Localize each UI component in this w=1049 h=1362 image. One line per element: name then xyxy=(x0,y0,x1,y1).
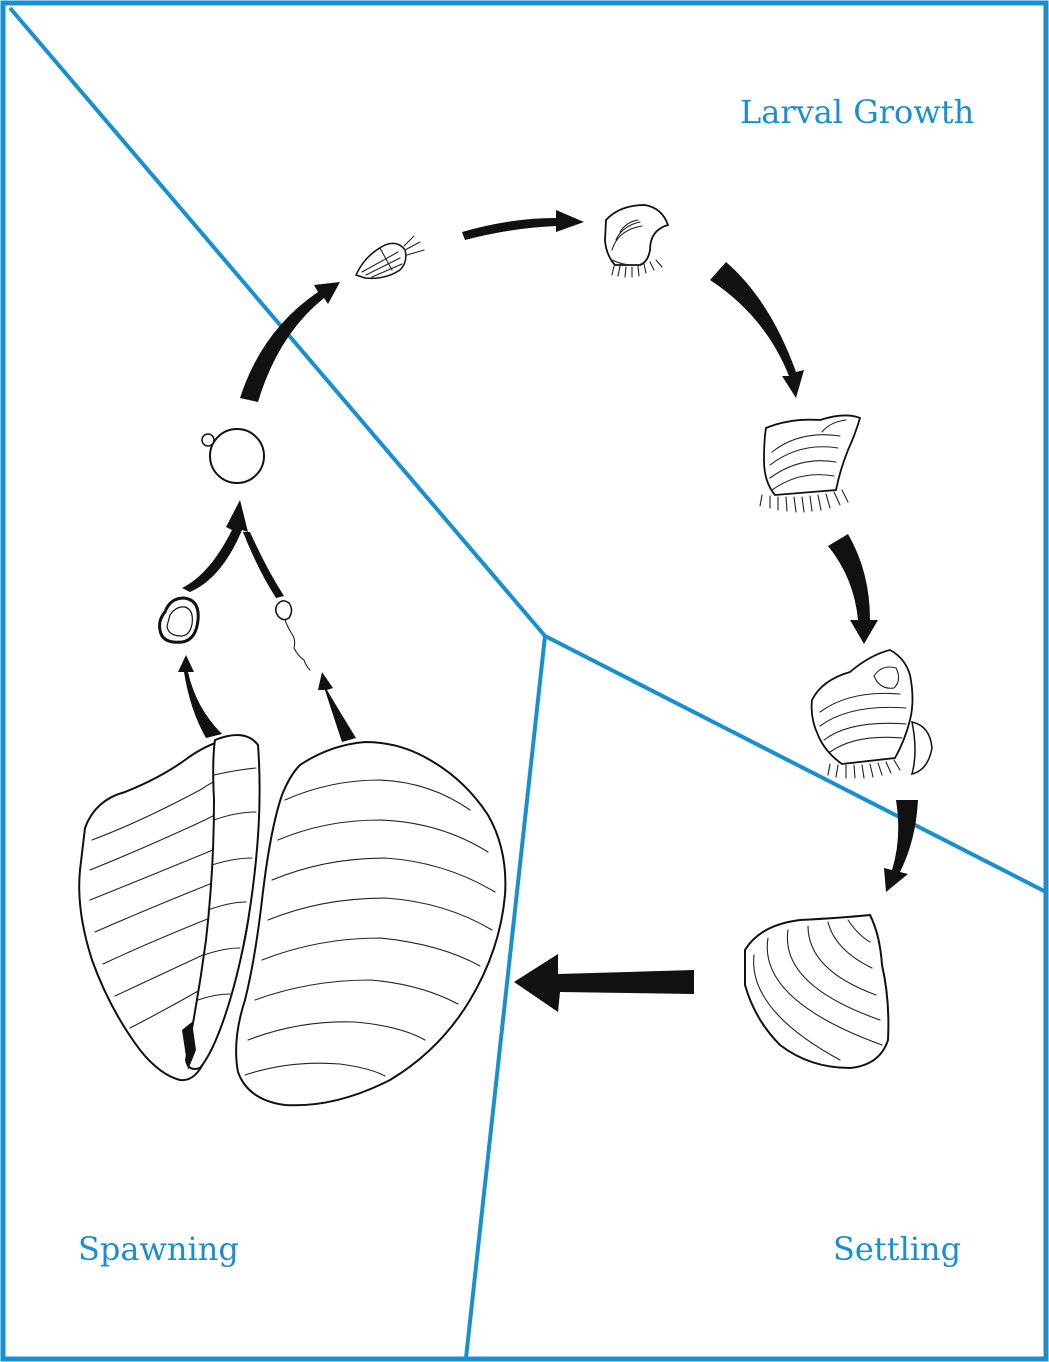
larval-growth-label: Larval Growth xyxy=(740,93,974,131)
umbo-veliger xyxy=(760,415,860,512)
arrow-egg-to-trochophore xyxy=(240,282,340,402)
d-stage-veliger xyxy=(605,205,668,277)
adult-oyster-left xyxy=(79,735,259,1080)
arrow-oyster-to-egg xyxy=(178,655,222,738)
sperm-cell xyxy=(276,601,310,670)
trochophore-larva xyxy=(356,236,424,278)
arrow-umbo-to-pediveliger xyxy=(828,534,878,644)
spawning-label: Spawning xyxy=(78,1230,239,1268)
pediveliger xyxy=(812,650,932,778)
arrow-d-veliger-to-umbo xyxy=(710,262,804,398)
egg-cell xyxy=(160,598,199,642)
arrow-gametes-to-egg xyxy=(182,500,284,598)
spat xyxy=(745,915,888,1068)
arrow-trochophore-to-d-veliger xyxy=(462,210,584,240)
settling-label: Settling xyxy=(833,1230,961,1268)
arrow-oyster-to-sperm xyxy=(318,672,356,742)
adult-oyster-right xyxy=(236,742,505,1105)
fertilized-egg xyxy=(202,429,264,483)
arrow-spat-to-adult xyxy=(514,954,694,1012)
